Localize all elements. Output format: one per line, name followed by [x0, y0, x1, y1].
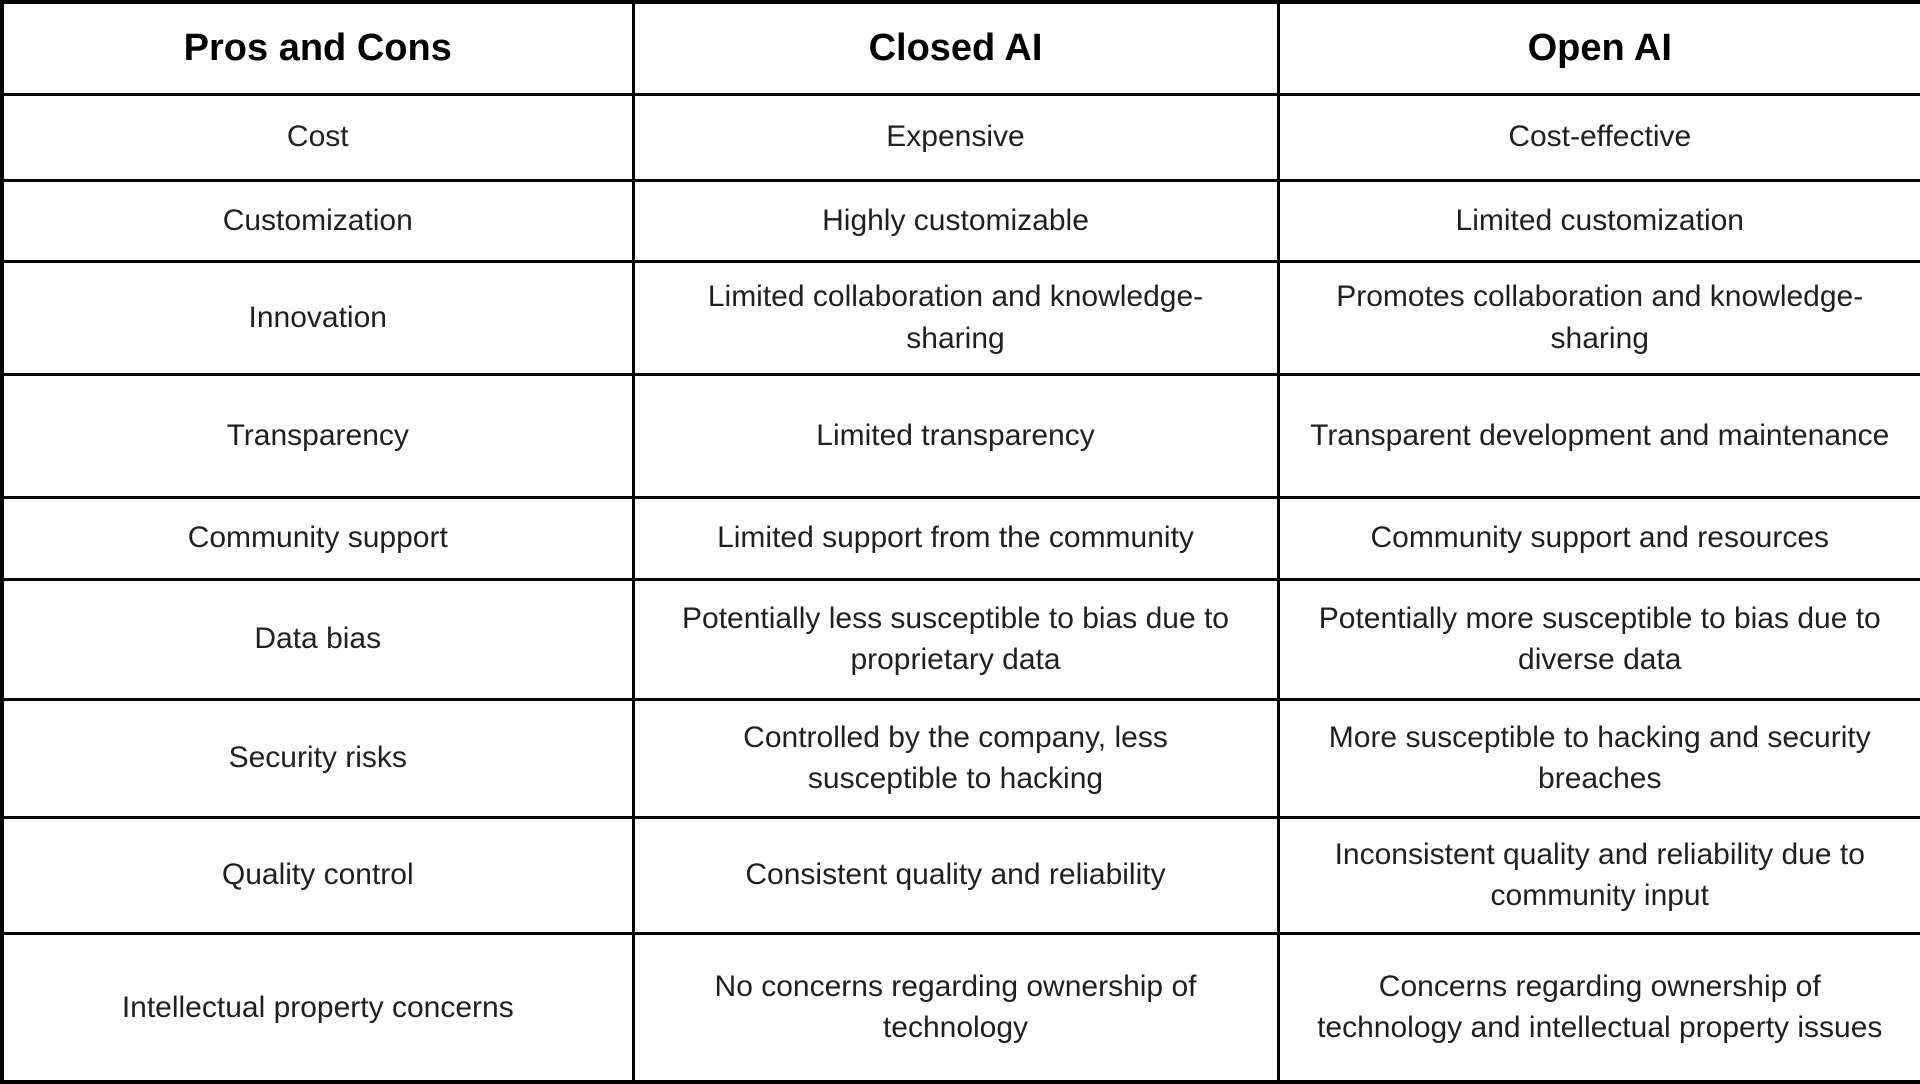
row-label-quality-control: Quality control [0, 815, 635, 935]
row-label-intellectual-property-concerns: Intellectual property concerns [0, 931, 635, 1084]
cell-data-bias-closed-ai: Potentially less susceptible to bias due… [631, 577, 1280, 701]
cell-community-support-open-ai: Community support and resources [1276, 495, 1920, 581]
cell-transparency-closed-ai: Limited transparency [631, 372, 1280, 499]
row-label-community-support: Community support [0, 495, 635, 581]
cell-security-risks-closed-ai: Controlled by the company, less suscepti… [631, 697, 1280, 819]
cell-customization-open-ai: Limited customization [1276, 178, 1920, 263]
cell-cost-closed-ai: Expensive [631, 92, 1280, 182]
cell-innovation-closed-ai: Limited collaboration and knowledge-shar… [631, 259, 1280, 376]
row-label-data-bias: Data bias [0, 577, 635, 701]
cell-cost-open-ai: Cost-effective [1276, 92, 1920, 182]
cell-community-support-closed-ai: Limited support from the community [631, 495, 1280, 581]
row-label-innovation: Innovation [0, 259, 635, 376]
cell-quality-control-open-ai: Inconsistent quality and reliability due… [1276, 815, 1920, 935]
row-label-customization: Customization [0, 178, 635, 263]
cell-innovation-open-ai: Promotes collaboration and knowledge-sha… [1276, 259, 1920, 376]
row-label-security-risks: Security risks [0, 697, 635, 819]
cell-quality-control-closed-ai: Consistent quality and reliability [631, 815, 1280, 935]
cell-customization-closed-ai: Highly customizable [631, 178, 1280, 263]
row-label-cost: Cost [0, 92, 635, 182]
cell-transparency-open-ai: Transparent development and maintenance [1276, 372, 1920, 499]
cell-data-bias-open-ai: Potentially more susceptible to bias due… [1276, 577, 1920, 701]
cell-intellectual-property-concerns-closed-ai: No concerns regarding ownership of techn… [631, 931, 1280, 1084]
row-label-transparency: Transparency [0, 372, 635, 499]
column-header-pros-and-cons: Pros and Cons [0, 0, 635, 96]
cell-intellectual-property-concerns-open-ai: Concerns regarding ownership of technolo… [1276, 931, 1920, 1084]
column-header-closed-ai: Closed AI [631, 0, 1280, 96]
cell-security-risks-open-ai: More susceptible to hacking and security… [1276, 697, 1920, 819]
column-header-open-ai: Open AI [1276, 0, 1920, 96]
